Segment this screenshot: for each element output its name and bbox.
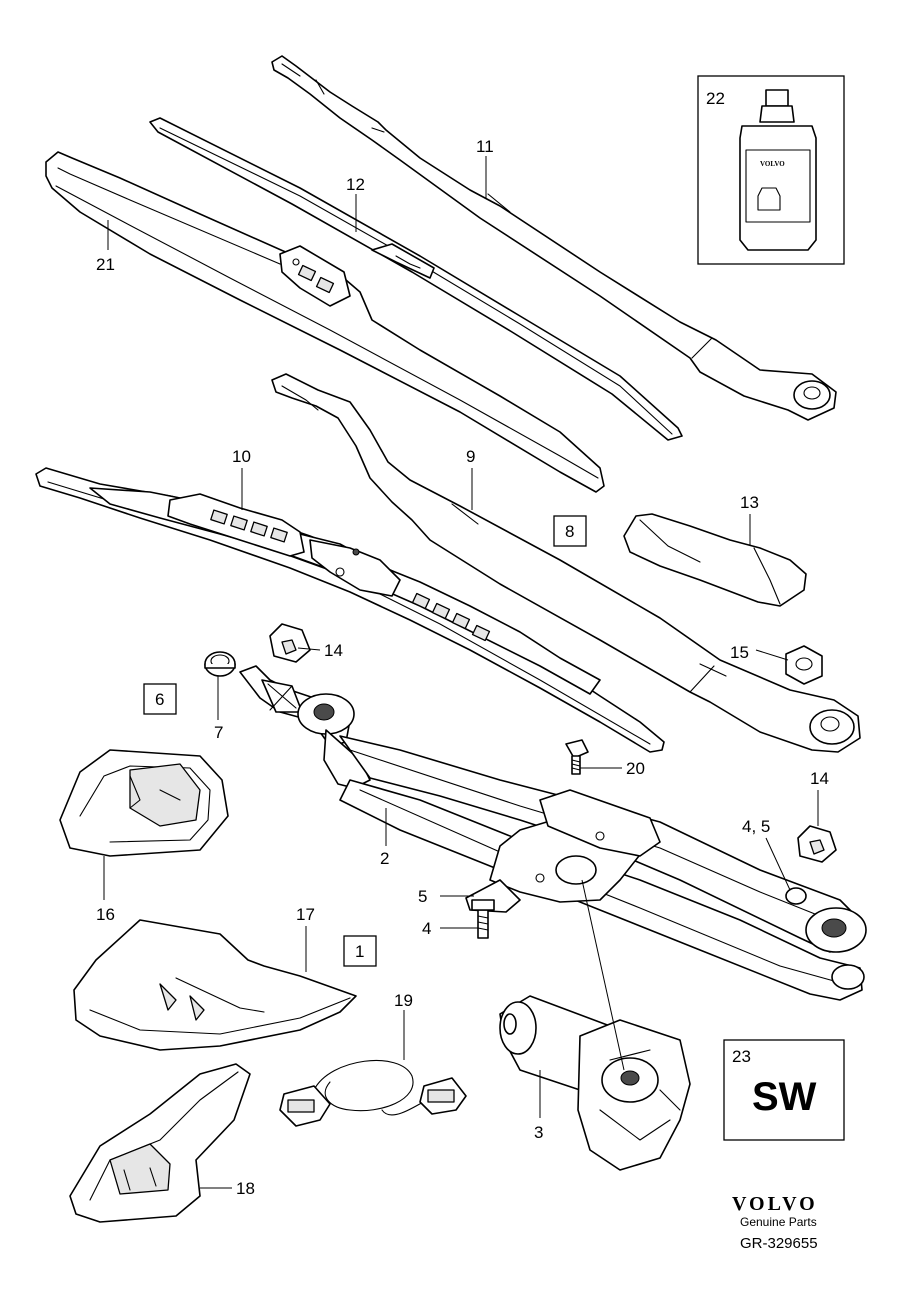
- callout-17: 17: [296, 905, 315, 924]
- box-1-label: 1: [355, 942, 364, 961]
- callout-21: 21: [96, 255, 115, 274]
- callout-23: 23: [732, 1047, 751, 1066]
- wiper-arm-11: [271, 55, 837, 421]
- harness-19: [279, 1059, 467, 1127]
- callout-16: 16: [96, 905, 115, 924]
- callout-14-right: 14: [810, 769, 829, 788]
- callout-12: 12: [346, 175, 365, 194]
- callout-labels: 11 12 21 10 9 13 14 15 7 20 14 4, 5 2 5 …: [96, 89, 829, 1198]
- box-1: [343, 935, 377, 967]
- sw-text: SW: [752, 1075, 817, 1119]
- leader-lines: [103, 156, 819, 1189]
- box-8: [553, 515, 587, 547]
- callout-4: 4: [422, 919, 431, 938]
- footer-reference: GR-329655: [740, 1235, 818, 1252]
- callout-15: 15: [730, 643, 749, 662]
- callout-5: 5: [418, 887, 427, 906]
- callout-18: 18: [236, 1179, 255, 1198]
- sw-box-23: SW: [723, 1039, 845, 1141]
- cover-16: [59, 749, 229, 857]
- wiper-blade-refill-12: [149, 117, 683, 441]
- callout-22: 22: [706, 89, 725, 108]
- footer: VOLVO Genuine Parts GR-329655: [732, 1193, 818, 1252]
- nut-15: [785, 645, 823, 685]
- callout-14-top: 14: [324, 641, 343, 660]
- callout-3: 3: [534, 1123, 543, 1142]
- wiper-blade-21: [45, 151, 605, 493]
- grommet-7: [204, 651, 236, 677]
- wiper-blade-10: [35, 467, 665, 753]
- footer-brand: VOLVO: [732, 1193, 818, 1215]
- bolt-4: [471, 899, 495, 939]
- callout-2: 2: [380, 849, 389, 868]
- seal-14-right: [797, 825, 837, 863]
- callout-19: 19: [394, 991, 413, 1010]
- bolt-20: [565, 739, 589, 775]
- callout-9: 9: [466, 447, 475, 466]
- bottle-label: VOLVO: [760, 160, 785, 168]
- box-6: [143, 683, 177, 715]
- callout-20: 20: [626, 759, 645, 778]
- callout-13: 13: [740, 493, 759, 512]
- box-6-label: 6: [155, 690, 164, 709]
- footer-subtitle: Genuine Parts: [740, 1215, 817, 1229]
- arm-cover-13: [623, 513, 807, 607]
- cover-17: [73, 919, 357, 1051]
- callout-10: 10: [232, 447, 251, 466]
- callout-4-5: 4, 5: [742, 817, 770, 836]
- seal-14-top: [269, 623, 311, 663]
- wiper-motor-3: [499, 995, 691, 1171]
- callout-7: 7: [214, 723, 223, 742]
- box-8-label: 8: [565, 522, 574, 541]
- callout-11: 11: [476, 137, 494, 156]
- washer-fluid-box-22: VOLVO: [697, 75, 845, 265]
- wiper-linkage-2: [239, 665, 867, 1001]
- cover-18: [69, 1063, 251, 1223]
- wiper-arm-9: [271, 373, 861, 753]
